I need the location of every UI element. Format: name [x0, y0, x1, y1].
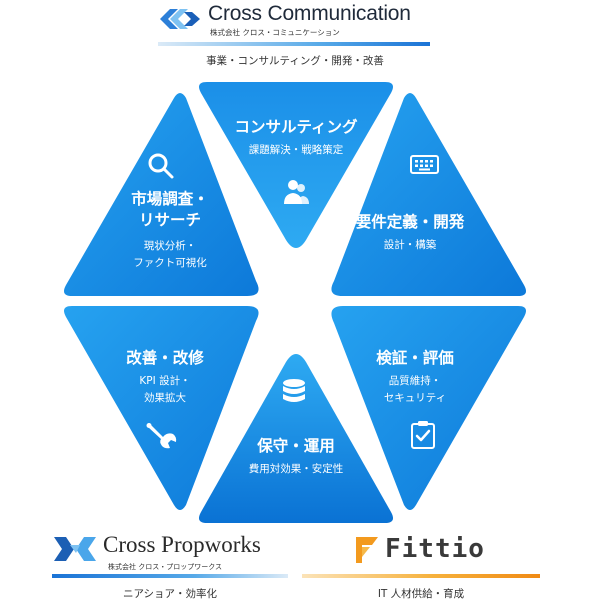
consulting-title: コンサルティング: [234, 118, 358, 136]
fittio-name: Fittio: [385, 534, 485, 564]
operation-subtitle: 費用対効果・安定性: [248, 463, 344, 475]
improvement-subtitle-2: 効果拡大: [144, 392, 186, 404]
verification-title: 検証・評価: [376, 349, 454, 367]
cross-communication-logo-icon: [160, 9, 200, 29]
cross-propworks-logo-icon: [54, 537, 96, 561]
requirements-title: 要件定義・開発: [355, 213, 465, 231]
research-title-1: 市場調査・: [131, 190, 209, 208]
keyboard-icon: [410, 155, 439, 174]
research-subtitle-2: ファクト可視化: [133, 257, 207, 269]
requirements-subtitle: 設計・構築: [383, 239, 437, 251]
cross-propworks-name: Cross Propworks: [103, 532, 261, 557]
header-company-name: Cross Communication: [208, 2, 411, 25]
research-subtitle-1: 現状分析・: [143, 240, 197, 252]
segment-verification: [331, 306, 526, 510]
segment-requirements: [331, 93, 526, 296]
verification-subtitle-1: 品質維持・: [388, 375, 442, 387]
database-icon: [283, 379, 305, 402]
consulting-subtitle: 課題解決・戦略策定: [248, 144, 344, 156]
search-icon: [148, 153, 174, 179]
header-company-kana: 株式会社 クロス・コミュニケーション: [210, 28, 340, 37]
segment-research: [64, 93, 259, 296]
improvement-subtitle-1: KPI 設計・: [139, 375, 191, 387]
fittio-logo-icon: [356, 537, 378, 563]
verification-subtitle-2: セキュリティ: [383, 392, 447, 404]
fittio-caption: IT 人材供給・育成: [377, 588, 465, 600]
header-divider: [158, 42, 430, 46]
cross-propworks-divider: [52, 574, 288, 578]
fittio-divider: [302, 574, 540, 578]
header-caption: 事業・コンサルティング・開発・改善: [206, 55, 384, 67]
segment-improvement: [64, 306, 259, 510]
segment-operation: [199, 354, 393, 523]
operation-title: 保守・運用: [257, 437, 335, 455]
improvement-title: 改善・改修: [126, 349, 204, 367]
cross-propworks-kana: 株式会社 クロス・プロップワークス: [108, 563, 223, 571]
users-icon: [284, 180, 309, 204]
research-title-2: リサーチ: [138, 211, 201, 229]
cross-propworks-caption: ニアショア・効率化: [122, 588, 218, 600]
segment-consulting: [199, 82, 393, 248]
wrench-icon: [146, 423, 177, 449]
clipboard-check-icon: [411, 421, 435, 449]
